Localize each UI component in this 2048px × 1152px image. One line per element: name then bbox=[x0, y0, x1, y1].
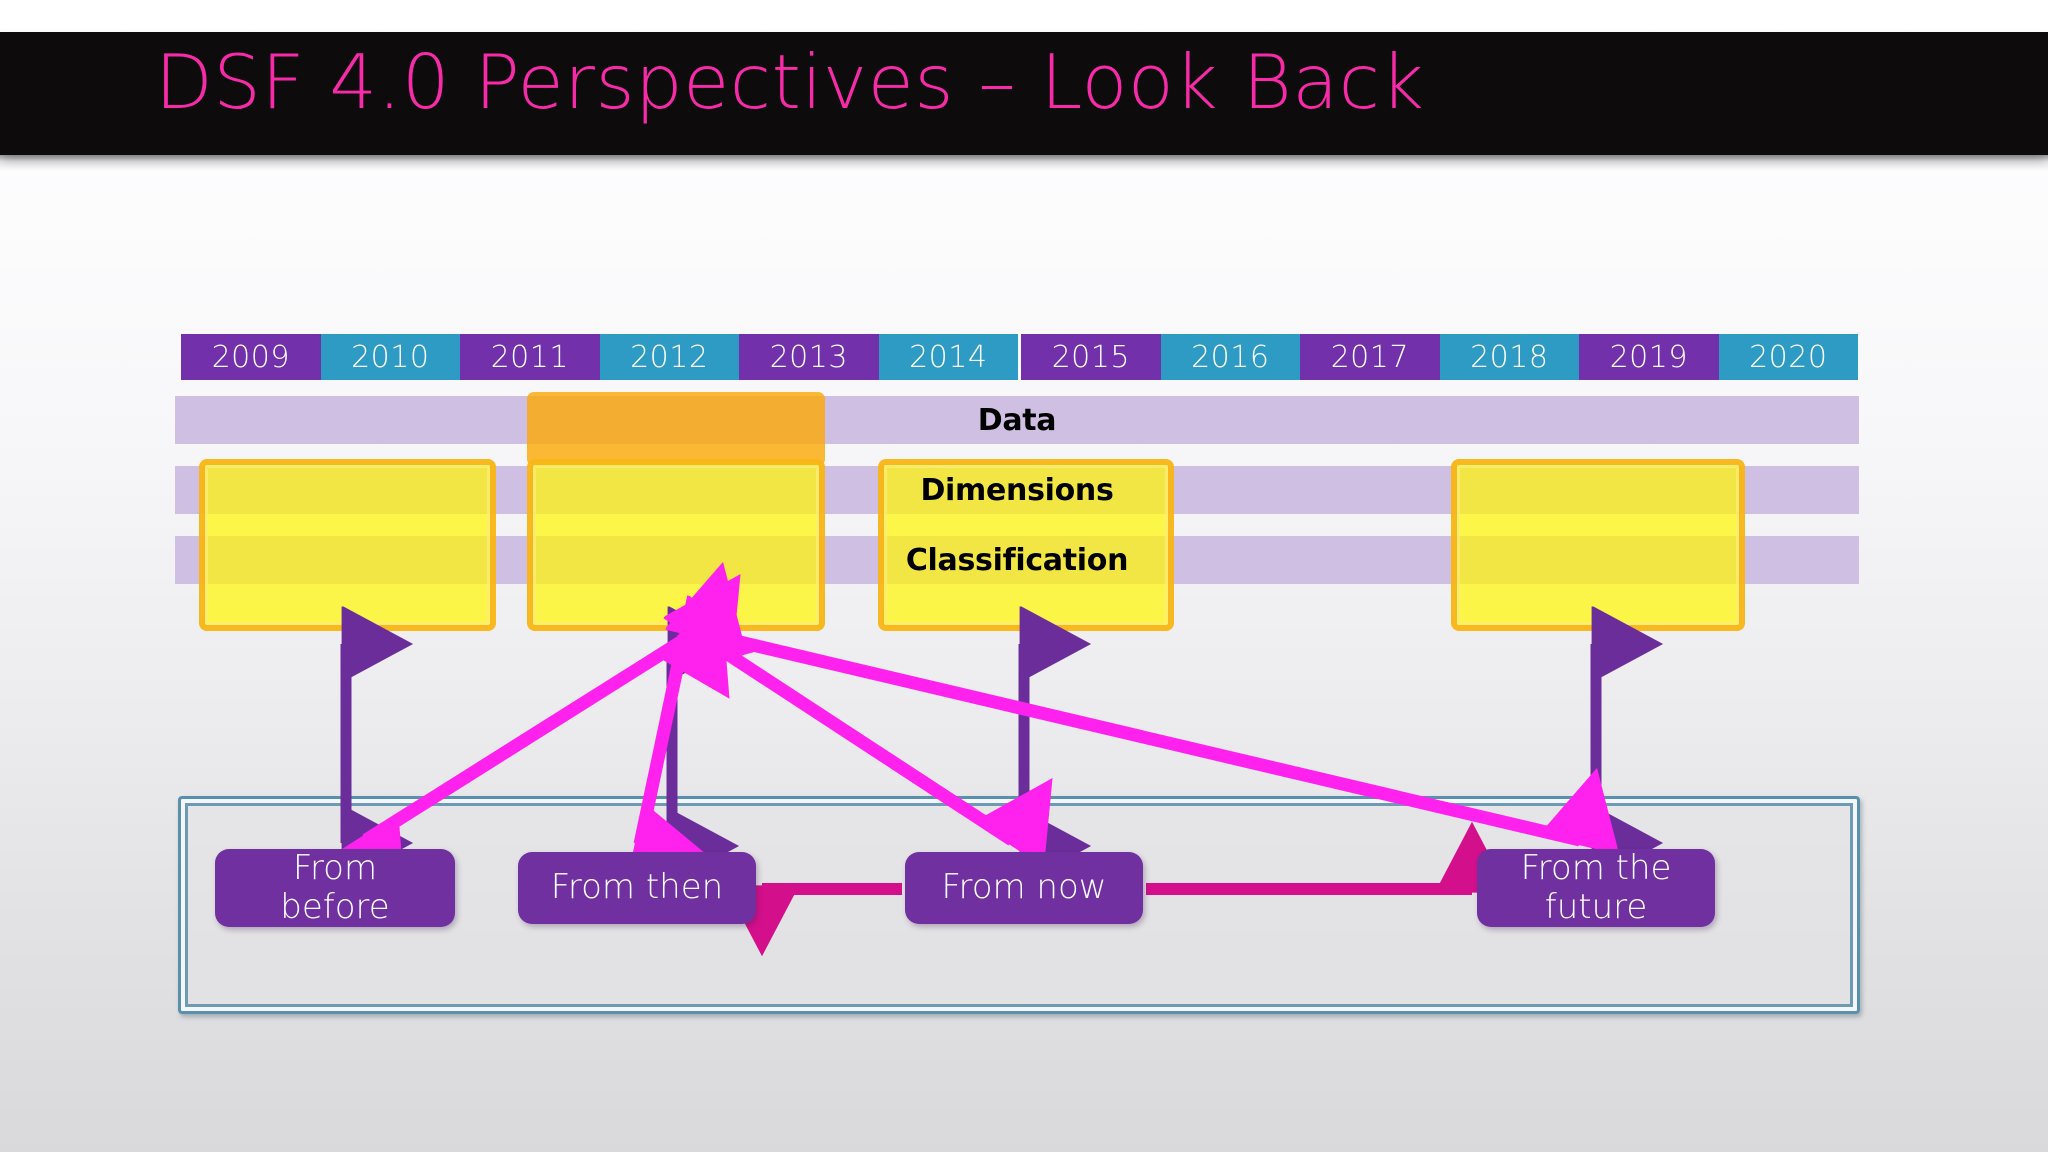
title-bar-shadow bbox=[0, 155, 2048, 171]
band-data bbox=[175, 396, 1859, 444]
timeline-year-2011[interactable]: 2011 bbox=[460, 334, 600, 380]
title-bar bbox=[0, 32, 2048, 155]
perspective-label-from-before: From before bbox=[280, 847, 390, 927]
timeline-year-2015[interactable]: 2015 bbox=[1018, 334, 1161, 380]
band-label-data: Data bbox=[977, 402, 1057, 438]
perspective-label-from-now: From now bbox=[941, 867, 1107, 908]
perspective-from-the-future[interactable]: From the future bbox=[1477, 847, 1715, 927]
band-data-label-layer: Data bbox=[175, 396, 1859, 444]
band-label-dimensions: Dimensions bbox=[920, 472, 1114, 508]
perspective-from-now[interactable]: From now bbox=[905, 852, 1143, 924]
timeline-year-2013[interactable]: 2013 bbox=[739, 334, 879, 380]
perspective-label-from-the-future: From the future bbox=[1520, 847, 1672, 927]
highlight-2009-2010 bbox=[199, 459, 496, 631]
timeline-year-2018[interactable]: 2018 bbox=[1439, 334, 1579, 380]
timeline-year-2010[interactable]: 2010 bbox=[320, 334, 460, 380]
band-classification-label-layer: Classification bbox=[175, 536, 1859, 584]
timeline-year-2014[interactable]: 2014 bbox=[878, 334, 1018, 380]
perspective-from-then[interactable]: From then bbox=[518, 852, 756, 924]
timeline-year-2019[interactable]: 2019 bbox=[1579, 334, 1719, 380]
timeline-year-2020[interactable]: 2020 bbox=[1718, 334, 1858, 380]
timeline-year-2017[interactable]: 2017 bbox=[1300, 334, 1440, 380]
timeline-year-2009[interactable]: 2009 bbox=[181, 334, 321, 380]
perspective-from-before[interactable]: From before bbox=[215, 847, 455, 927]
band-label-classification: Classification bbox=[905, 542, 1129, 578]
timeline-year-2016[interactable]: 2016 bbox=[1160, 334, 1300, 380]
highlight-data-2011-2012 bbox=[527, 392, 825, 466]
timeline-year-2012[interactable]: 2012 bbox=[599, 334, 739, 380]
perspective-label-from-then: From then bbox=[550, 867, 724, 908]
page-title: DSF 4.0 Perspectives – Look Back bbox=[155, 38, 1425, 126]
year-timeline: 2009 2010 2011 2012 2013 2014 2015 2016 … bbox=[181, 334, 1858, 380]
band-dimensions-label-layer: Dimensions bbox=[175, 466, 1859, 514]
